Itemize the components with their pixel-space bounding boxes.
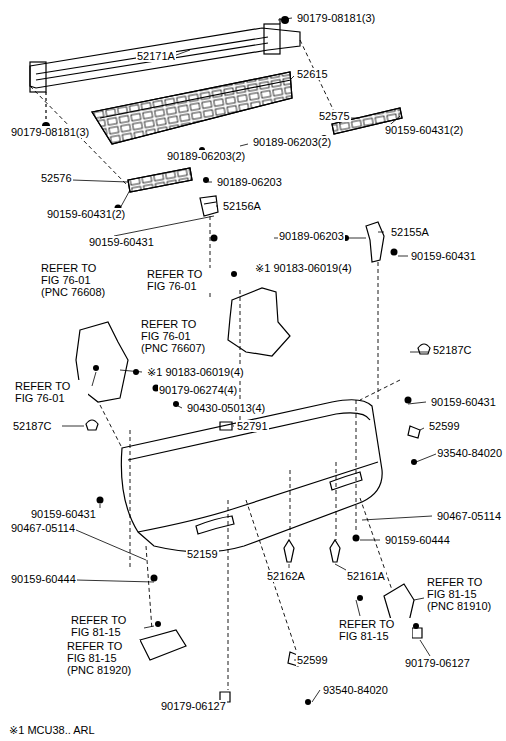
clip [418,344,430,354]
reference-note: REFER TO FIG 81-15 (PNC 81920) [66,640,140,676]
callout-number: 52155A [390,226,430,238]
callout-number: 90467-05114 [436,510,502,522]
callout-number: 90179-06127 [160,700,227,712]
callout-number: 52161A [346,570,386,582]
callout-number: 90179-08181(3) [296,12,376,24]
callout-number: ※1 90183-06019(4) [254,262,353,274]
callout-number: 93540-84020 [322,684,389,696]
callout-number: 90159-60444 [384,534,451,546]
callout-number: 90159-60431 [410,250,477,262]
callout-number: 52599 [428,420,461,432]
energy-absorber [92,72,292,144]
callout-number: 90189-06203(2) [252,136,332,148]
reference-note: REFER TO FIG 81-15 [338,618,412,642]
callout-number: 93540-84020 [436,447,503,459]
callout-number: 90189-06203(2) [166,150,246,162]
callout-number: 90467-05114 [10,522,76,534]
reference-note: REFER TO FIG 81-15 [70,614,144,638]
callout-number: 90159-60431(2) [46,208,126,220]
callout-number: 52575 [318,110,351,122]
callout-number: 52187C [12,420,53,432]
bracket [200,196,218,216]
reference-note: REFER TO FIG 76-01 (PNC 76608) [40,262,114,298]
callout-number: 52791 [236,420,269,432]
leader-line [46,18,436,708]
callout-number: 52156A [222,200,262,212]
reflector [140,630,186,660]
callout-number: 90179-06127 [404,657,471,669]
clip [86,420,98,430]
retainer [128,168,192,192]
mud-guard [228,288,290,356]
bracket [366,222,384,262]
callout-number: ※1 90183-06019(4) [146,366,245,378]
callout-number: 52162A [266,570,306,582]
callout-number: 90179-06274(4) [158,384,238,396]
callout-number: 52187C [432,344,473,356]
callout-number: 90189-06203 [278,230,345,242]
fastener [42,16,419,709]
callout-number: 52171A [136,50,176,62]
bumper-cover [121,400,382,552]
callout-number: 90159-60431(2) [384,124,464,136]
callout-number: 90159-60431 [430,396,497,408]
callout-number: 52576 [40,172,73,184]
callout-number: 52615 [296,68,329,80]
callout-number: ※1 MCU38.. ARL [8,724,96,736]
retainer [128,168,192,192]
reference-note: REFER TO FIG 76-01 (PNC 76607) [140,318,214,354]
reference-note: REFER TO FIG 76-01 [14,380,88,404]
clip [284,540,294,562]
callout-number: 90159-60444 [10,573,77,585]
nut [412,628,422,638]
callout-number: 90159-60431 [88,236,155,248]
callout-number: 52159 [186,548,219,560]
callout-number: 90179-08181(3) [10,126,90,138]
clip [330,540,340,562]
callout-number: 90159-60431 [30,508,97,520]
reference-note: REFER TO FIG 76-01 [146,268,220,292]
callout-number: 90430-05013(4) [186,402,266,414]
reference-note: REFER TO FIG 81-15 (PNC 81910) [426,576,500,612]
retainer-clip [408,426,420,438]
callout-number: 52599 [296,654,329,666]
callout-number: 90189-06203 [216,176,283,188]
